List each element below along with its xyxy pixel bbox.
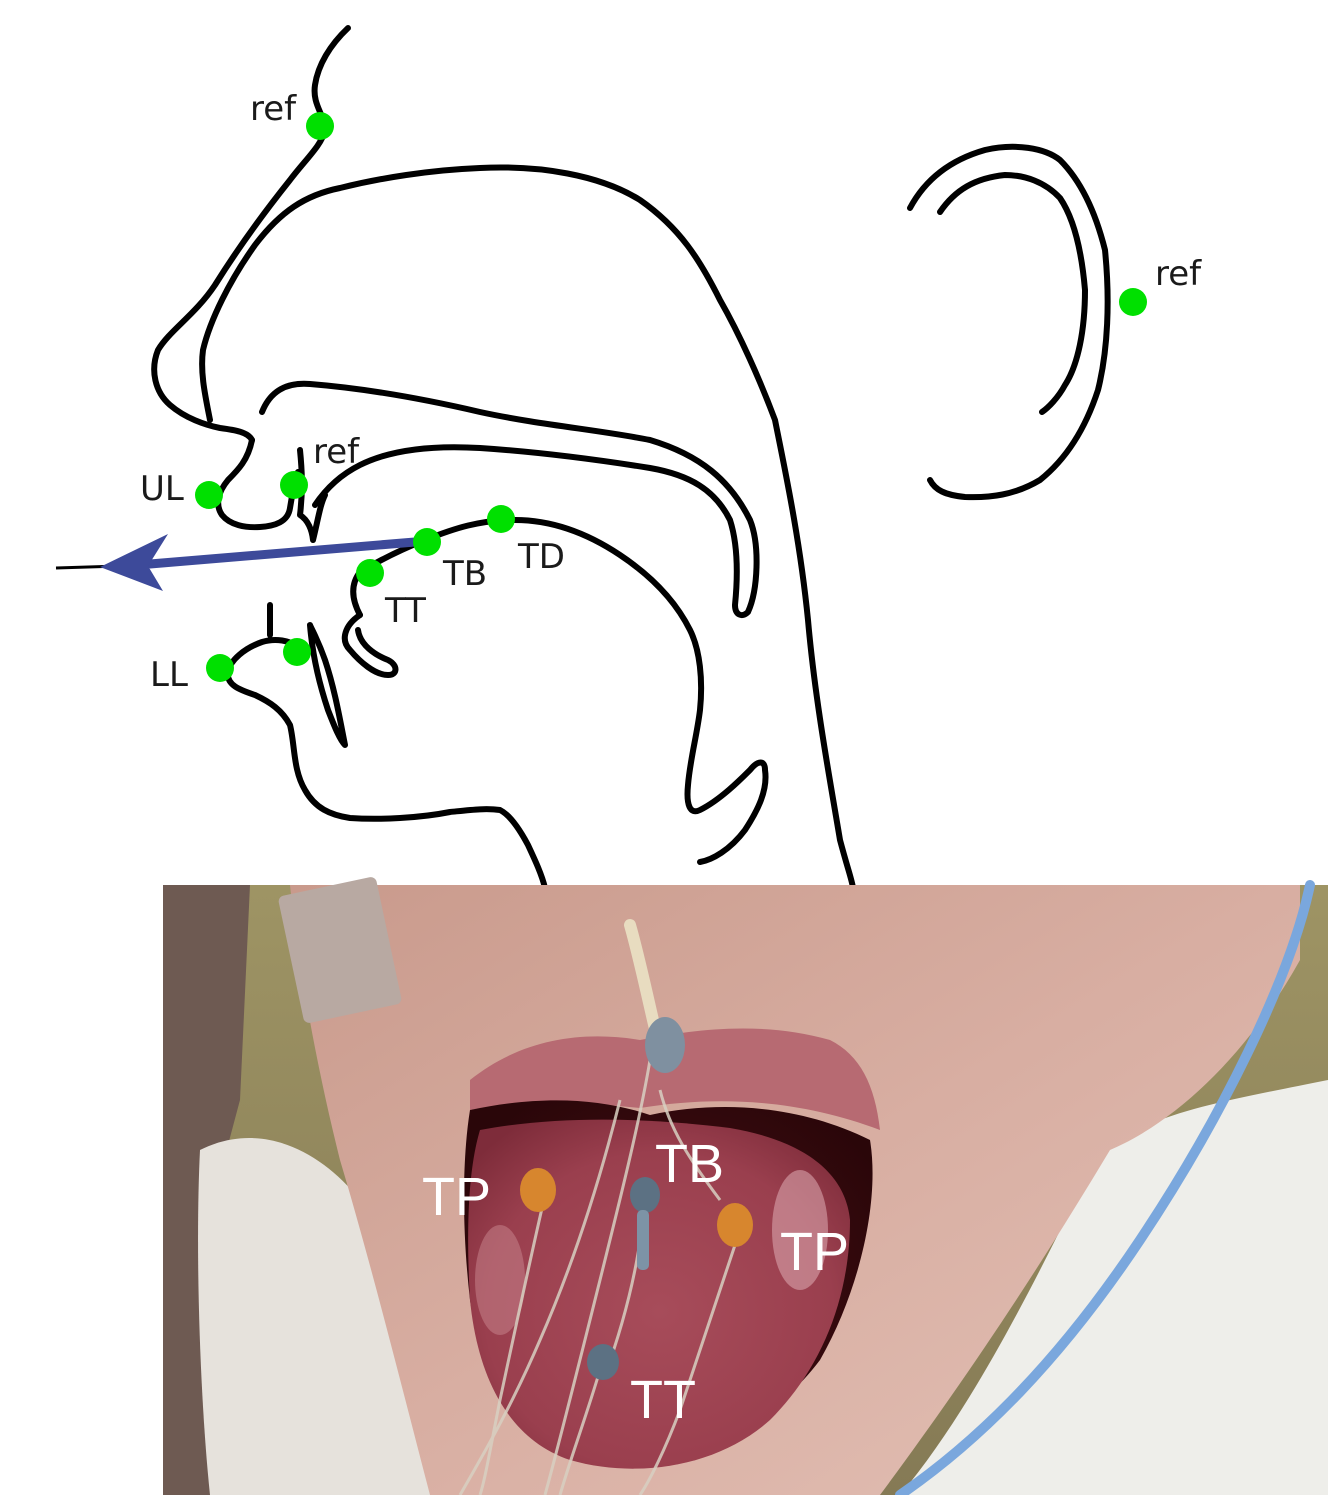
sensor-ref-ear xyxy=(1119,288,1147,316)
label-tt: TT xyxy=(384,591,426,631)
sensor-tb xyxy=(413,528,441,556)
photo-label-tt: TT xyxy=(630,1370,696,1430)
photo-lip-sensor xyxy=(645,1017,685,1073)
label-ll: LL xyxy=(150,655,188,695)
ear-outer-outline xyxy=(910,147,1108,497)
sensor-ll xyxy=(206,654,234,682)
velum-outline xyxy=(262,384,757,615)
photo-panel: TP TB TP TT xyxy=(163,876,1328,1495)
ear-inner-outline xyxy=(940,175,1085,412)
sensor-ul xyxy=(195,481,223,509)
label-td: TD xyxy=(517,537,565,577)
sensor-jaw xyxy=(283,638,311,666)
sensor-tt xyxy=(356,559,384,587)
label-tb: TB xyxy=(442,554,487,594)
photo-sensor-tt xyxy=(587,1344,619,1380)
photo-sensor-tp-right xyxy=(717,1203,753,1247)
photo-sensor-tb-lead xyxy=(637,1210,649,1270)
lower-incisor-outline xyxy=(310,625,345,745)
label-ref-incisor: ref xyxy=(313,432,360,472)
photo-label-tb: TB xyxy=(655,1134,724,1194)
sensor-ref-incisor xyxy=(280,471,308,499)
photo-label-tp-left: TP xyxy=(422,1167,491,1227)
label-ul: UL xyxy=(140,469,184,509)
sensor-td xyxy=(487,505,515,533)
photo-label-tp-right: TP xyxy=(780,1222,849,1282)
label-ref-nose: ref xyxy=(250,89,297,129)
vocal-tract-diagram: ref ref ref UL LL TB TD TT xyxy=(56,28,1202,888)
sensor-ref-nose xyxy=(306,112,334,140)
label-ref-ear: ref xyxy=(1155,254,1202,294)
photo-sensor-tp-left xyxy=(520,1168,556,1212)
